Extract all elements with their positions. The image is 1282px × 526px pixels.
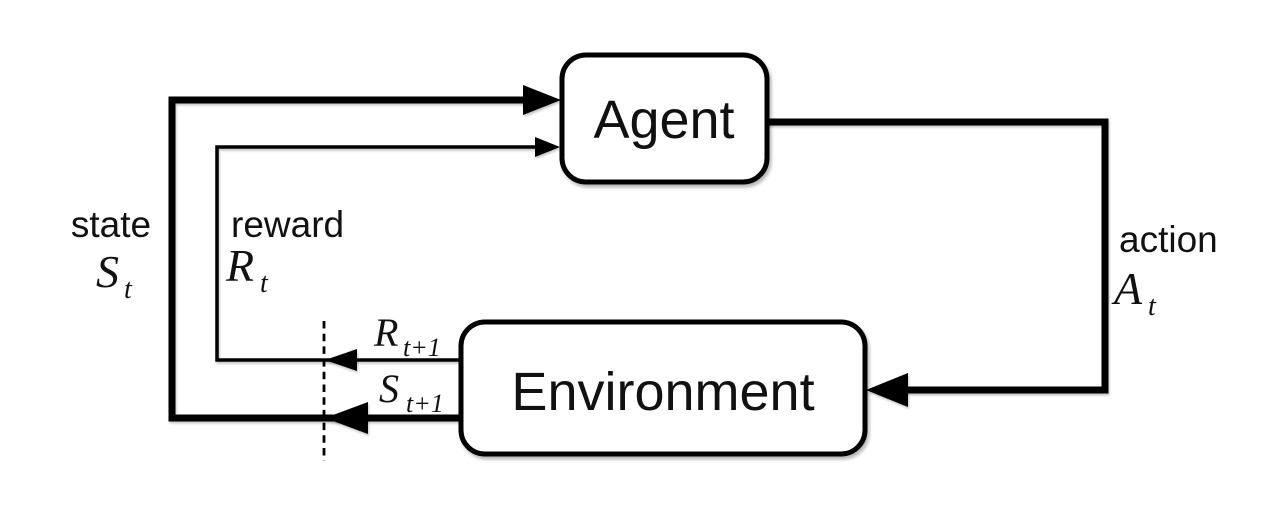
reward-arrowhead-into-agent: [535, 137, 560, 157]
environment-box: [458, 319, 868, 457]
agent-box: [559, 52, 770, 185]
state-arrowhead-into-agent: [523, 85, 561, 115]
reward-word-label: reward: [231, 204, 344, 245]
next-reward-arrowhead: [325, 349, 357, 371]
next-state-arrowhead: [325, 402, 368, 434]
action-arrowhead-into-environment: [866, 373, 908, 407]
next-reward-subscript: t+1: [403, 333, 441, 362]
environment-label: Environment: [511, 362, 814, 422]
action-symbol-subscript: t: [1148, 291, 1157, 322]
state-symbol: S: [96, 246, 119, 297]
next-state-symbol: S: [379, 366, 399, 411]
state-flow-line: [168, 96, 548, 422]
action-flow-line: [767, 118, 1109, 394]
reward-symbol-subscript: t: [260, 268, 269, 299]
next-state-subscript: t+1: [406, 389, 444, 418]
state-symbol-subscript: t: [124, 274, 133, 305]
state-word-label: state: [71, 204, 151, 245]
action-symbol: A: [1111, 263, 1143, 314]
agent-label: Agent: [593, 90, 734, 150]
action-word-label: action: [1119, 219, 1218, 260]
next-reward-symbol: R: [373, 310, 398, 355]
reward-symbol: R: [225, 240, 254, 291]
